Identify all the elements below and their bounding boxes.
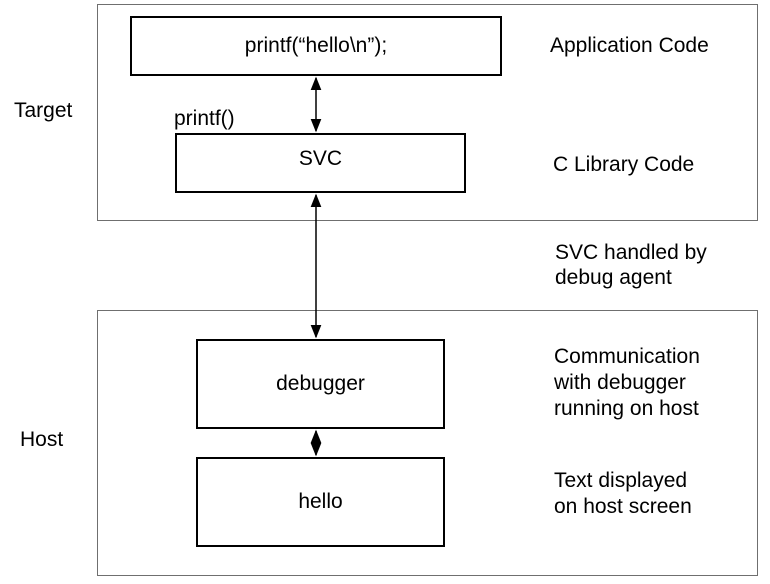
communication-line-1: Communication <box>554 345 700 368</box>
c-library-code-annotation: C Library Code <box>553 153 695 176</box>
application-code-box: printf(“hello\n”); <box>130 16 502 76</box>
text-displayed-line-1: Text displayed <box>554 469 688 492</box>
svc-box-text: SVC <box>298 147 343 170</box>
host-label: Host <box>20 428 64 451</box>
printf-call-label: printf() <box>174 107 235 130</box>
application-code-annotation: Application Code <box>550 34 709 57</box>
hello-box: hello <box>196 457 445 547</box>
target-region <box>97 4 758 221</box>
host-region <box>97 310 758 576</box>
svc-handled-line-1: SVC handled by <box>555 241 707 264</box>
debugger-box: debugger <box>196 339 445 429</box>
communication-line-3: running on host <box>554 397 699 420</box>
debugger-box-text: debugger <box>276 372 365 395</box>
communication-line-2: with debugger <box>554 371 686 394</box>
svc-box: SVC <box>175 133 466 193</box>
text-displayed-line-2: on host screen <box>554 495 692 518</box>
target-label: Target <box>14 99 73 122</box>
hello-box-text: hello <box>298 490 343 513</box>
svc-handled-line-2: debug agent <box>555 266 672 289</box>
application-code-box-text: printf(“hello\n”); <box>244 34 388 57</box>
